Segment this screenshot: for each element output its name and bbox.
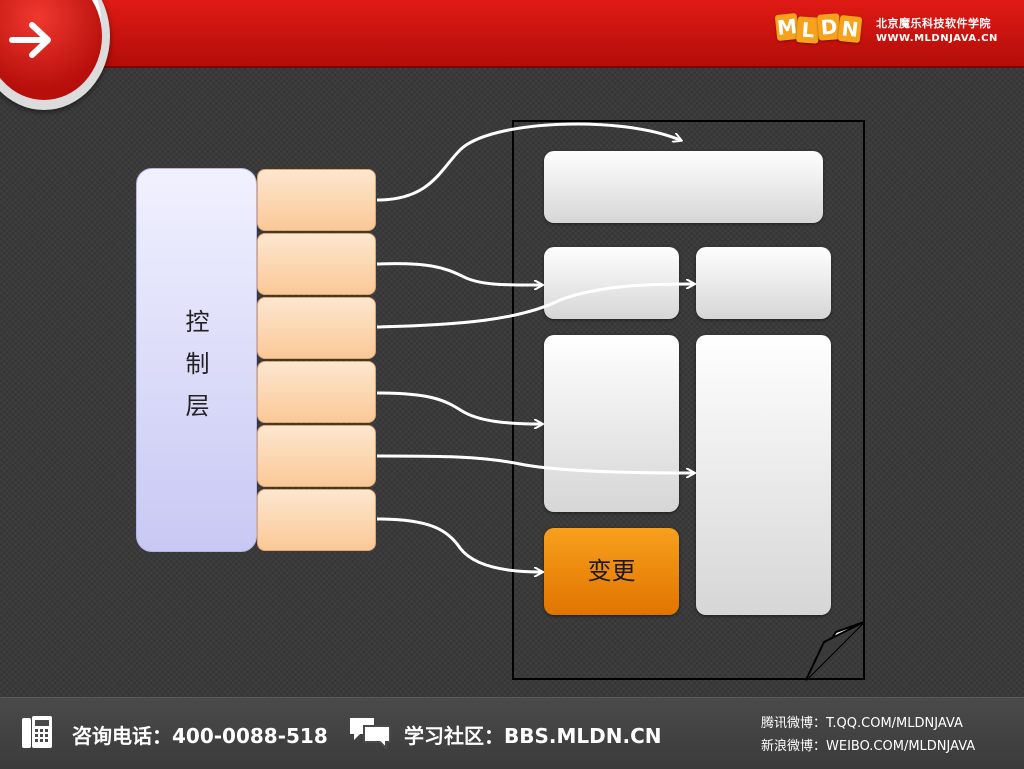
view-medium-box-left [544,335,679,512]
control-layer-label-char: 层 [185,392,210,420]
arrow-right-icon [9,22,51,58]
arrow-cell6-to-change [376,517,541,572]
header-bar: M L D N 北京魔乐科技软件学院 WWW.MLDNJAVA.CN [0,0,1024,110]
control-cell-1 [257,169,376,231]
consult-phone: 咨询电话：400-0088-518 [72,724,328,748]
control-cell-5 [257,425,376,487]
chat-bubbles-icon [350,718,391,750]
control-layer-label-char: 制 [185,350,210,378]
view-header-box [544,151,823,223]
control-cell-3 [257,297,376,359]
change-box: 变更 [544,528,679,615]
view-small-box-left [544,247,679,319]
bbs-link[interactable]: 学习社区：BBS.MLDN.CN [404,724,662,748]
control-layer-label-char: 控 [185,308,210,336]
school-url: WWW.MLDNJAVA.CN [876,33,998,44]
arrow-cell4-to-medium-left [376,391,541,424]
control-cell-2 [257,233,376,295]
arrow-cell3-to-small-right [376,284,693,329]
view-small-box-right [696,247,831,319]
view-page [512,120,865,680]
arrow-cell2-to-small-left [376,262,541,285]
sina-weibo-link[interactable]: 新浪微博：WEIBO.COM/MLDNJAVA [761,739,976,754]
page-folded-corner [805,621,865,681]
tencent-weibo-link[interactable]: 腾讯微博：T.QQ.COM/MLDNJAVA [761,716,963,731]
footer-bar: 咨询电话：400-0088-518 学习社区：BBS.MLDN.CN 腾讯微博：… [0,697,1024,769]
school-name: 北京魔乐科技软件学院 [876,17,991,30]
control-layer-block: 控 制 层 [136,168,257,552]
phone-icon [22,716,52,748]
arrow-cell1-to-header [376,122,680,202]
control-cell-6 [257,489,376,551]
view-tall-box-right [696,335,831,615]
control-cell-4 [257,361,376,423]
arrow-cell5-to-tall-right [376,454,693,473]
